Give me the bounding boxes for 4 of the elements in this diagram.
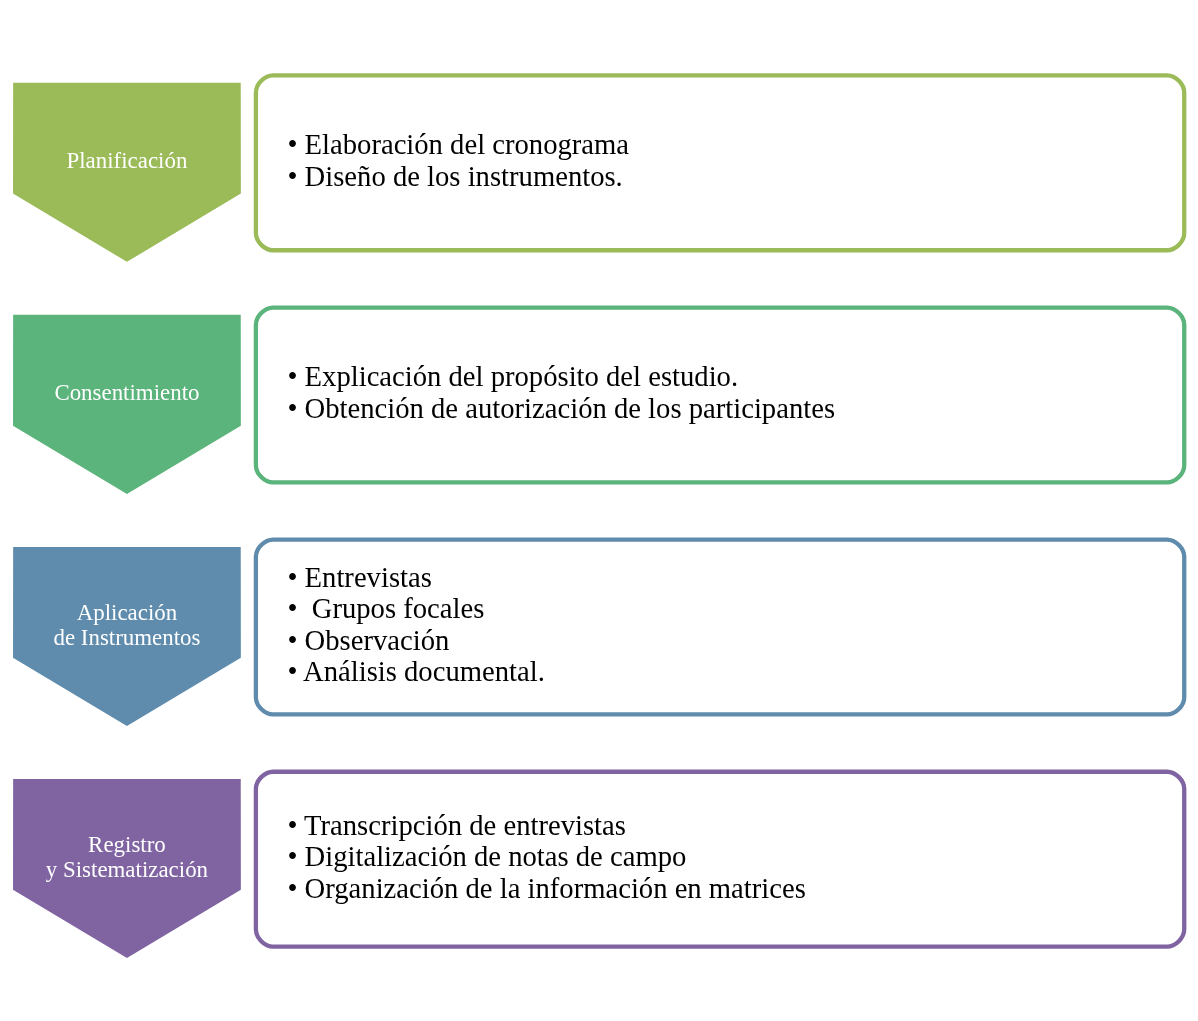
node-box: • Entrevistas • Grupos focales • Observación • Análisis documental. [253,537,1187,717]
node-box: • Transcripción de entrevistas • Digitalización de notas de campo • Organización de la información en matrices [253,769,1187,949]
node-box: • Elaboración del cronograma • Diseño de los instrumentos. [253,72,1187,252]
node-box: • Explicación del propósito del estudio. • Obtención de autorización de los participantes [253,304,1187,484]
